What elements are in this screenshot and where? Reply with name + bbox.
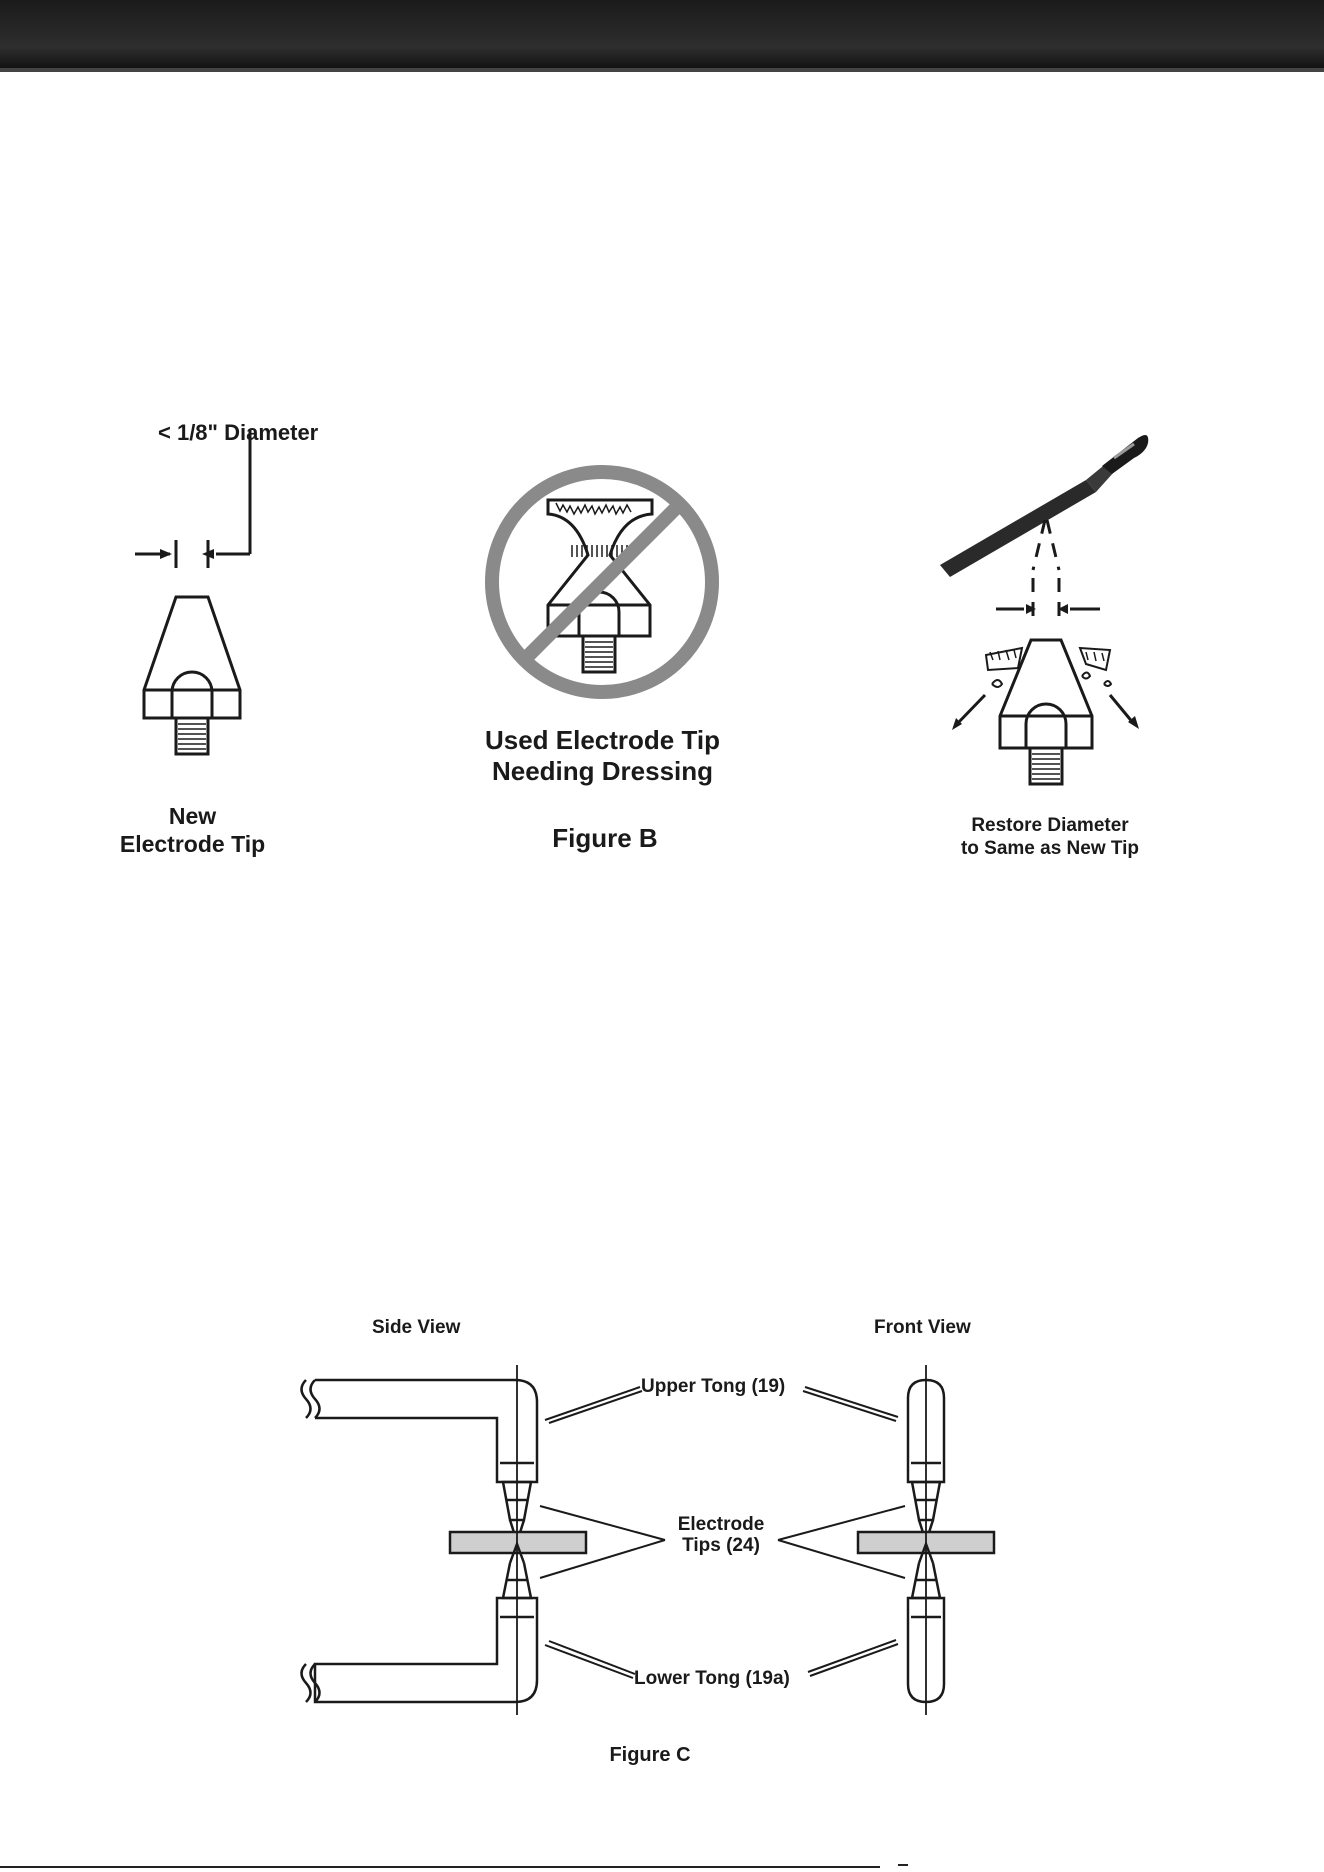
lower-tong-label: Lower Tong (19a) <box>634 1668 790 1691</box>
used-tip-label-line1: Used Electrode Tip <box>440 725 765 756</box>
footer-rule <box>0 1866 880 1868</box>
restore-label-line1: Restore Diameter <box>930 815 1170 838</box>
restore-label-line2: to Same as New Tip <box>930 838 1170 861</box>
electrode-tips-label: Electrode Tips (24) <box>660 1515 782 1557</box>
footer-tick <box>898 1864 908 1866</box>
upper-tong-label: Upper Tong (19) <box>641 1376 785 1399</box>
header-bar <box>0 0 1324 72</box>
side-view-label: Side View <box>372 1317 460 1340</box>
new-tip-label-line2: Electrode Tip <box>100 831 285 859</box>
electrode-tips-label-line2: Tips (24) <box>660 1536 782 1557</box>
front-view-label: Front View <box>874 1317 971 1340</box>
new-electrode-tip-icon <box>100 395 280 765</box>
new-tip-label: New Electrode Tip <box>100 803 285 858</box>
restore-label: Restore Diameter to Same as New Tip <box>930 815 1170 861</box>
diameter-label: < 1/8" Diameter <box>158 420 318 446</box>
used-tip-label: Used Electrode Tip Needing Dressing <box>440 725 765 787</box>
prohibited-used-tip-icon <box>480 460 725 705</box>
electrode-tips-label-line1: Electrode <box>660 1515 782 1536</box>
figure-b-caption: Figure B <box>500 823 710 854</box>
figure-c-caption: Figure C <box>600 1743 700 1767</box>
new-tip-label-line1: New <box>100 803 285 831</box>
used-tip-label-line2: Needing Dressing <box>440 756 765 787</box>
dressed-tip-icon <box>940 520 1150 800</box>
